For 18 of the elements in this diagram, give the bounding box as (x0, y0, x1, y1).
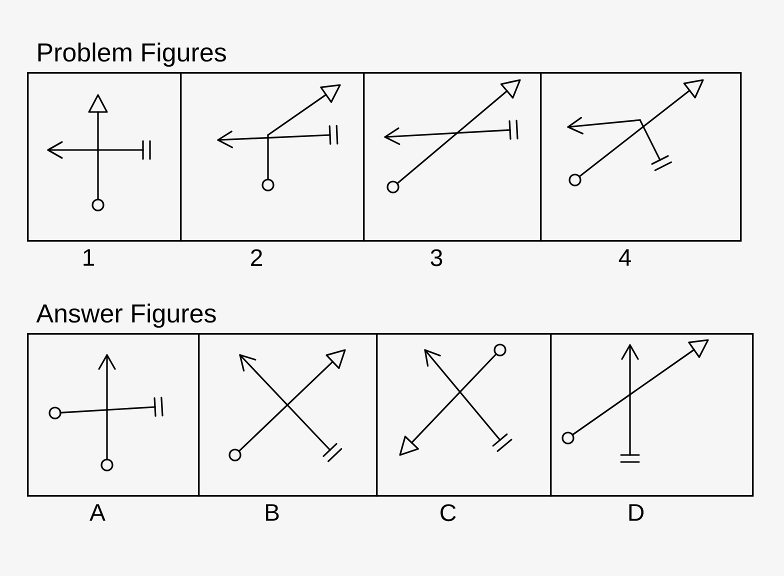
figure-panel (180, 72, 365, 242)
figure-panel (363, 72, 542, 242)
figure-panel (376, 333, 552, 497)
figure-number: B (266, 504, 279, 521)
figure-number: 2 (251, 249, 262, 266)
section-heading: Answer Figures (36, 304, 216, 328)
figure-number: A (90, 504, 106, 521)
figure-number: 4 (618, 249, 631, 266)
figure-panel (27, 72, 182, 242)
figure-panel (550, 333, 754, 497)
figure-panel (198, 333, 378, 497)
figure-number: 1 (84, 249, 94, 266)
figure-number: 3 (430, 249, 442, 266)
figure-panel (27, 333, 200, 497)
figure-panel (540, 72, 742, 242)
figure-number: D (629, 504, 644, 521)
section-heading: Problem Figures (38, 42, 226, 67)
figure-number: C (440, 504, 456, 522)
